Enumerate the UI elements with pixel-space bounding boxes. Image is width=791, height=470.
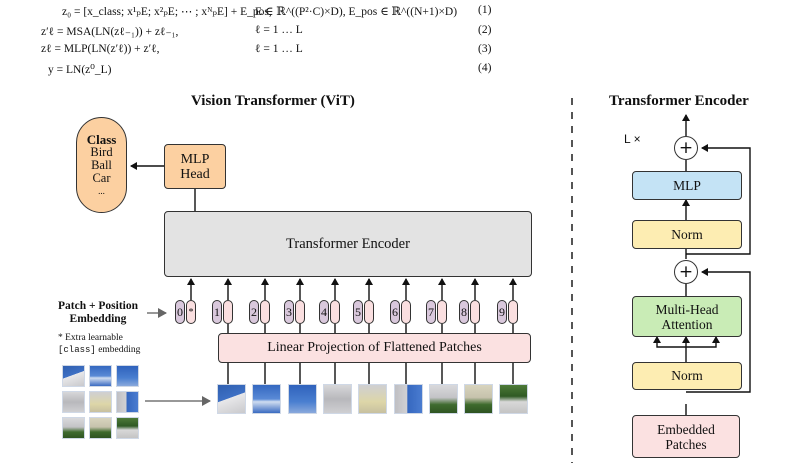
equation-2-condition: ℓ = 1 … L xyxy=(255,24,303,36)
position-embedding xyxy=(330,300,340,324)
image-patch xyxy=(464,384,494,414)
grid-image-patch xyxy=(116,391,139,413)
image-patch xyxy=(393,384,423,414)
embedded-line1: Embedded xyxy=(657,421,715,437)
residual-connection-1 xyxy=(686,268,751,393)
equation-1-number: (1) xyxy=(478,4,492,16)
plus-icon: + xyxy=(678,138,694,158)
position-embedding xyxy=(260,300,270,324)
equation-1: z₀ = [x_class; x¹ₚE; x²ₚE; ⋯ ; xᴺₚE] + E… xyxy=(62,6,272,18)
note-line2: [class] embedding xyxy=(58,344,140,356)
patch-position-line2: Embedding xyxy=(69,313,127,325)
token-index: 9 xyxy=(497,300,507,324)
grid-image-patch xyxy=(62,417,85,439)
mlp-head-line2: Head xyxy=(180,166,210,182)
arrow-norm-to-mha-k xyxy=(653,336,686,348)
class-title: Class xyxy=(86,131,117,147)
grid-image-patch xyxy=(89,391,112,413)
grid-image-patch xyxy=(62,365,85,387)
residual-connection-2 xyxy=(686,144,751,255)
embedded-patches-box: Embedded Patches xyxy=(632,415,740,458)
class-embedding-note: * Extra learnable [class] embedding xyxy=(58,332,140,356)
equation-2-number: (2) xyxy=(478,24,492,36)
position-embedding xyxy=(364,300,374,324)
repeat-label: L × xyxy=(624,132,641,146)
mha-line1: Multi-Head xyxy=(655,301,719,317)
position-embedding: * xyxy=(186,300,196,324)
norm-box-2: Norm xyxy=(632,220,742,249)
embedded-line2: Patches xyxy=(665,436,707,452)
token-index: 3 xyxy=(284,300,294,324)
norm-box-1: Norm xyxy=(632,362,742,390)
grid-image-patch xyxy=(116,417,139,439)
grid-image-patch xyxy=(89,417,112,439)
equation-4: y = LN(z⁰_L) xyxy=(48,64,112,76)
linear-projection-label: Linear Projection of Flattened Patches xyxy=(267,340,482,355)
class-item: ... xyxy=(98,185,105,196)
class-item: Ball xyxy=(91,157,112,172)
token-index: 4 xyxy=(319,300,329,324)
mlp-box: MLP xyxy=(632,171,742,200)
token-index: 0 xyxy=(175,300,185,324)
encoder-detail-title: Transformer Encoder xyxy=(609,93,749,109)
transformer-encoder-box: Transformer Encoder xyxy=(164,211,532,277)
image-patch xyxy=(499,384,529,414)
note-rest: embedding xyxy=(95,345,141,355)
note-line1: * Extra learnable xyxy=(58,333,123,343)
grid-image-patch xyxy=(89,365,112,387)
grid-image-patch xyxy=(62,391,85,413)
norm-label: Norm xyxy=(671,226,703,242)
token-index: 7 xyxy=(426,300,436,324)
image-patch xyxy=(358,384,388,414)
image-patch xyxy=(428,384,458,414)
mlp-label: MLP xyxy=(673,177,701,193)
patch-position-label: Patch + Position Embedding xyxy=(50,300,146,326)
plus-icon: + xyxy=(678,262,694,282)
vit-title: Vision Transformer (ViT) xyxy=(191,93,355,109)
arrow-norm-to-mha-q xyxy=(686,336,720,348)
class-item: Bird xyxy=(90,144,113,159)
mlp-head-box: MLP Head xyxy=(164,144,226,189)
class-output-box: Class Bird Ball Car ... xyxy=(76,117,127,213)
position-embedding xyxy=(295,300,305,324)
token-index: 1 xyxy=(212,300,222,324)
token-index: 6 xyxy=(390,300,400,324)
token-index: 2 xyxy=(249,300,259,324)
linear-projection-box: Linear Projection of Flattened Patches xyxy=(218,333,531,363)
token-index: 5 xyxy=(353,300,363,324)
equation-1-condition: E ∈ ℝ^((P²·C)×D), E_pos ∈ ℝ^((N+1)×D) xyxy=(255,6,458,18)
residual-add-1: + xyxy=(674,260,698,284)
grid-image-patch xyxy=(116,365,139,387)
equation-3-condition: ℓ = 1 … L xyxy=(255,43,303,55)
position-embedding xyxy=(437,300,447,324)
equation-2: z′ℓ = MSA(LN(zℓ₋₁)) + zℓ₋₁, xyxy=(41,26,179,38)
position-embedding xyxy=(401,300,411,324)
patch-position-line1: Patch + Position xyxy=(57,300,139,312)
image-patch xyxy=(252,384,282,414)
mlp-head-line1: MLP xyxy=(180,151,210,167)
position-embedding xyxy=(223,300,233,324)
image-patch xyxy=(287,384,317,414)
multi-head-attention-box: Multi-Head Attention xyxy=(632,296,742,337)
position-embedding xyxy=(470,300,480,324)
equation-3: zℓ = MLP(LN(z′ℓ)) + z′ℓ, xyxy=(41,43,160,55)
mha-line2: Attention xyxy=(661,316,713,332)
position-embedding xyxy=(508,300,518,324)
equation-4-number: (4) xyxy=(478,62,492,74)
norm-label: Norm xyxy=(671,368,703,383)
class-item: Car xyxy=(92,170,111,185)
equation-3-number: (3) xyxy=(478,43,492,55)
transformer-encoder-label: Transformer Encoder xyxy=(286,235,410,252)
image-patch xyxy=(322,384,352,414)
token-index: 8 xyxy=(459,300,469,324)
residual-add-2: + xyxy=(674,136,698,160)
note-code: [class] xyxy=(58,345,96,355)
image-patch xyxy=(217,384,246,414)
